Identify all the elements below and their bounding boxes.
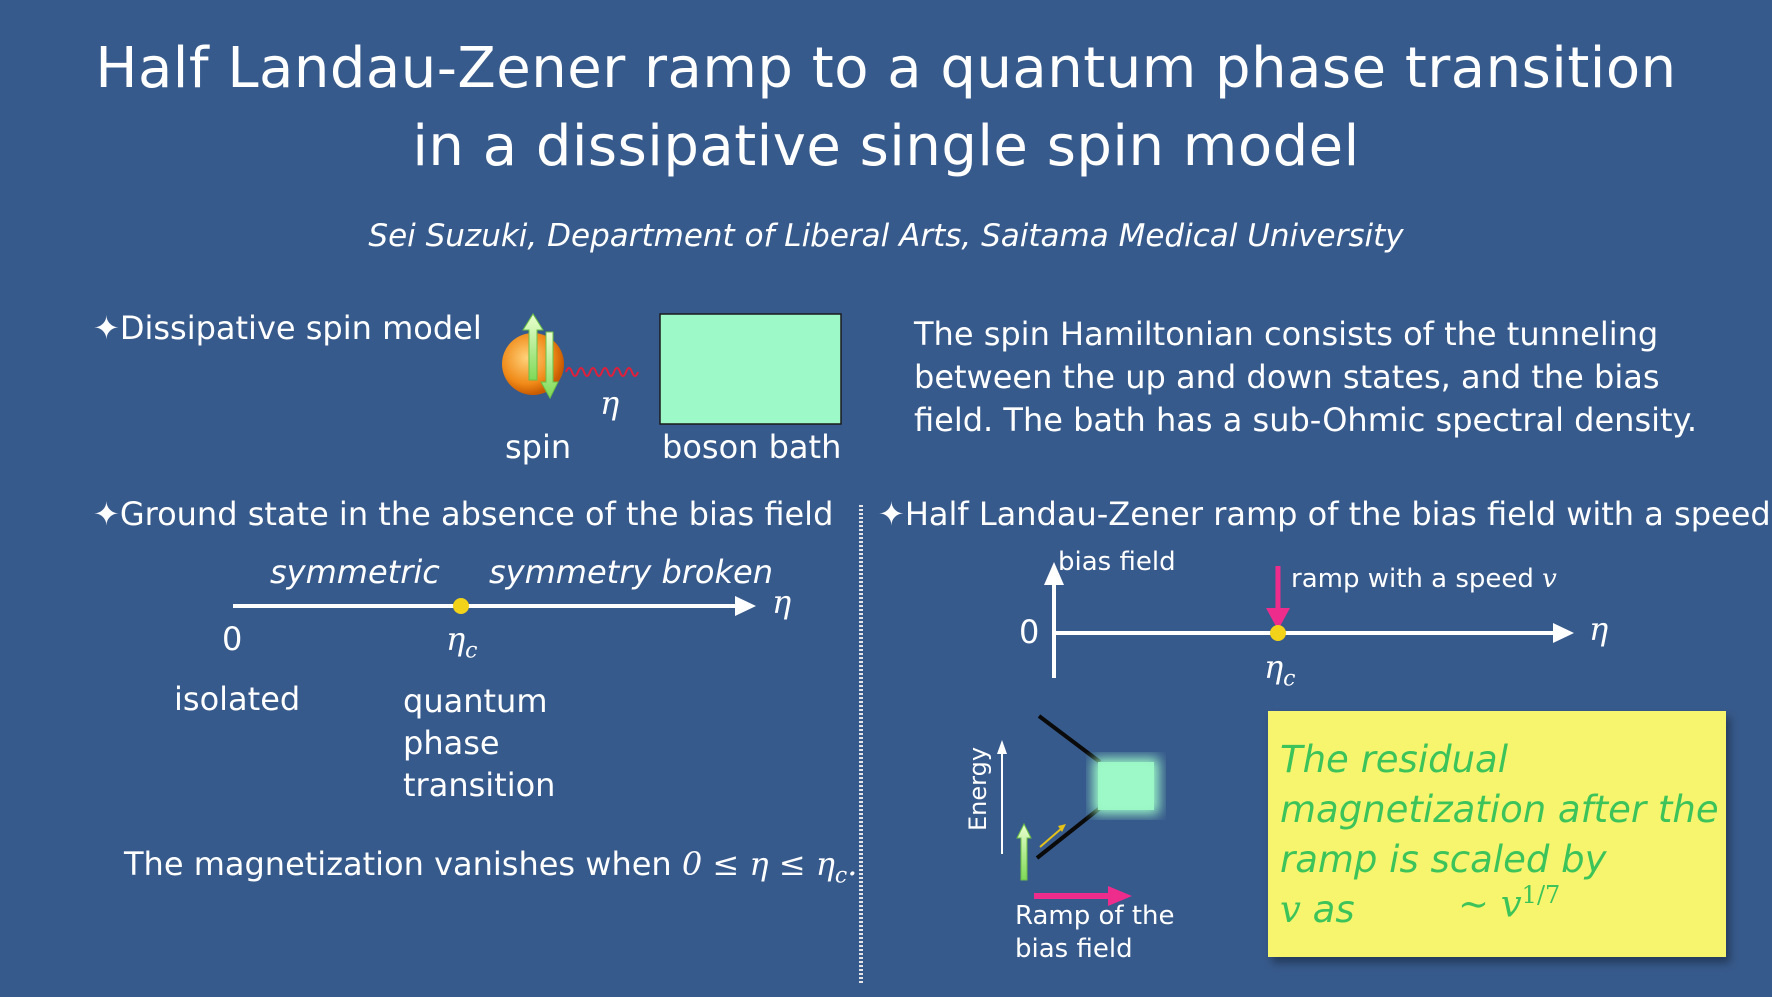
title-line-2: in a dissipative single spin model xyxy=(412,114,1360,179)
statement-sub: c xyxy=(834,863,848,889)
ramp-speed-label: ramp with a speed v xyxy=(1291,564,1557,594)
coupling-eta-label: η xyxy=(600,384,620,422)
critical-point-dot-2 xyxy=(1270,625,1286,641)
spin-icon xyxy=(502,313,564,400)
note-formula-exp: 1/7 xyxy=(1521,881,1561,909)
description-line-3: field. The bath has a sub-Ohmic spectral… xyxy=(914,401,1698,439)
bias-field-axis-label: bias field xyxy=(1058,547,1176,577)
section1-heading: ✦Dissipative spin model xyxy=(93,309,482,347)
symmetry-broken-label: symmetry broken xyxy=(489,553,773,591)
note-var: v xyxy=(1280,888,1301,931)
author-line: Sei Suzuki, Department of Liberal Arts, … xyxy=(368,218,1404,254)
energy-level-lower xyxy=(1035,806,1102,860)
boson-bath-label: boson bath xyxy=(662,428,842,466)
ramp-axis-critical: ηc xyxy=(1264,648,1296,691)
critical-eta: η xyxy=(446,620,466,658)
ramp-caption: Ramp of the bias field xyxy=(1015,900,1175,966)
title-line-1: Half Landau-Zener ramp to a quantum phas… xyxy=(95,36,1677,101)
qpt-label: quantum phase transition xyxy=(403,680,555,806)
statement-end: . xyxy=(847,845,858,883)
phase-axis-arrowhead xyxy=(735,596,756,616)
eta-axis-arrowhead xyxy=(1553,623,1574,643)
note-text: The residual magnetization after the ram… xyxy=(1280,735,1720,935)
isolated-label: isolated xyxy=(174,680,301,718)
ramp-axis-eta: η xyxy=(1589,610,1609,648)
statement-text: The magnetization vanishes when xyxy=(124,845,682,883)
ramp-caption-line-2: bias field xyxy=(1015,934,1133,964)
statement-math: 0 ≤ η ≤ η xyxy=(681,845,835,883)
symmetric-label: symmetric xyxy=(270,553,440,591)
transition-arrow xyxy=(1039,827,1063,848)
section3-heading: ✦Half Landau-Zener ramp of the bias fiel… xyxy=(878,495,1772,533)
ramp-caption-line-1: Ramp of the xyxy=(1015,901,1175,931)
energy-level-upper xyxy=(1037,714,1102,764)
section2-heading: ✦Ground state in the absence of the bias… xyxy=(93,495,834,533)
qpt-line-3: transition xyxy=(403,766,556,804)
phase-axis-critical: ηc xyxy=(446,620,478,663)
phase-axis-eta: η xyxy=(772,583,792,621)
ramp-axis-zero: 0 xyxy=(1019,613,1040,651)
description-line-1: The spin Hamiltonian consists of the tun… xyxy=(914,315,1659,353)
qpt-line-1: quantum xyxy=(403,682,548,720)
ramp-label-var: v xyxy=(1542,564,1557,594)
section3-heading-text: ✦Half Landau-Zener ramp of the bias fiel… xyxy=(878,495,1772,533)
ramp-critical-eta: η xyxy=(1264,648,1284,686)
magnetization-statement: The magnetization vanishes when 0 ≤ η ≤ … xyxy=(124,845,857,888)
note-formula-prefix: ∼ v xyxy=(1458,882,1522,926)
ramp-arrowhead xyxy=(1266,608,1290,630)
result-note: The residual magnetization after the ram… xyxy=(1268,711,1726,957)
description: The spin Hamiltonian consists of the tun… xyxy=(914,313,1697,442)
ramp-label-text: ramp with a speed xyxy=(1291,564,1543,594)
qpt-line-2: phase xyxy=(403,724,500,762)
critical-sub: c xyxy=(465,638,478,664)
bias-axis-arrowhead xyxy=(1044,562,1064,585)
energy-axis-label: Energy xyxy=(964,746,992,831)
critical-point-dot xyxy=(453,598,469,614)
spin-label: spin xyxy=(505,428,572,466)
description-line-2: between the up and down states, and the … xyxy=(914,358,1660,396)
boson-bath-box xyxy=(659,313,842,425)
small-spin-up-icon xyxy=(1016,822,1032,881)
note-as: as xyxy=(1300,888,1355,931)
ramp-caption-arrowhead xyxy=(1108,886,1132,906)
coupling-wave xyxy=(565,367,639,377)
note-text-main: The residual magnetization after the ram… xyxy=(1280,738,1719,881)
note-formula: ∼ v1/7 xyxy=(1458,881,1560,925)
phase-axis-zero: 0 xyxy=(222,620,243,658)
ramp-critical-sub: c xyxy=(1283,666,1296,692)
